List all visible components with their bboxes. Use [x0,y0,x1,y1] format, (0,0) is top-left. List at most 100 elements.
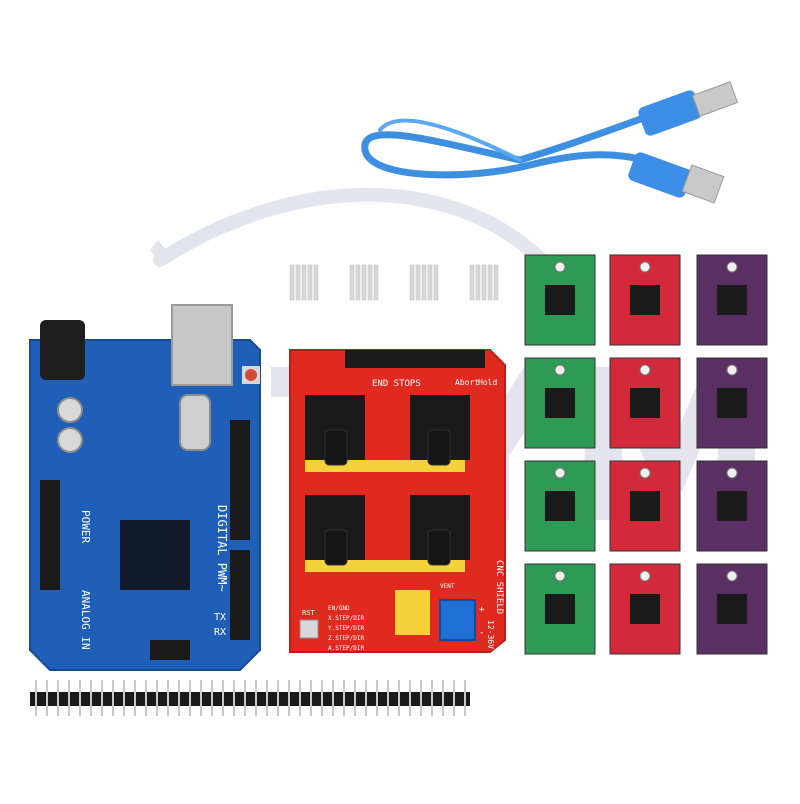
end-stop-header [345,350,485,368]
pin-header-strip [30,680,470,716]
header-pin [387,680,389,716]
shield-reset-button [299,619,319,639]
header-pin [79,680,81,716]
header-pin [277,680,279,716]
digital-header-2 [230,550,250,640]
header-pin [354,680,356,716]
driver-green [524,254,596,346]
heatsinks [289,264,499,301]
header-pin [266,680,268,716]
plus-label: + [479,605,485,615]
header-pin [321,680,323,716]
heatsink [349,264,379,301]
minus-label: - [479,628,484,638]
rst-label: RST [302,609,315,617]
driver-green [524,563,596,655]
microcontroller-chip [120,520,190,590]
driver-red [609,357,681,449]
header-pin [398,680,400,716]
header-pin [255,680,257,716]
header-pin [431,680,433,716]
header-pin [332,680,334,716]
capacitor [57,427,83,453]
driver-green [524,460,596,552]
header-pin [310,680,312,716]
y-step-label: Y.STEP/DIR [328,625,365,632]
tx-label: TX [214,612,226,623]
capacitor [324,429,348,466]
header-pin [409,680,411,716]
header-pin [167,680,169,716]
x-step-label: X.STEP/DIR [328,615,365,622]
header-pin [365,680,367,716]
rx-label: RX [214,627,226,638]
digital-label: DIGITAL PWM~ [215,505,229,592]
abort-label: Abort [455,378,479,387]
analog-label: ANALOG IN [79,590,92,650]
power-header [40,480,60,590]
driver-red [609,254,681,346]
usb-b-plug [628,152,725,204]
header-pin [376,680,378,716]
spindle-header [395,590,430,635]
enable-label: EN/GND [328,605,350,612]
digital-header-1 [230,420,250,540]
heatsink [409,264,439,301]
header-pin [211,680,213,716]
a-step-label: A.STEP/DIR [328,645,365,652]
driver-purple [696,563,768,655]
header-pin [57,680,59,716]
heatsink [289,264,319,301]
header-pin [244,680,246,716]
header-pin [420,680,422,716]
header-pin [145,680,147,716]
header-pin [233,680,235,716]
driver-purple [696,254,768,346]
arduino-uno-board: DIGITAL PWM~ POWER ANALOG IN TX RX [29,304,261,671]
z-step-label: Z.STEP/DIR [328,635,365,642]
cnc-shield-label: CNC SHIELD [494,560,504,614]
header-pin [35,680,37,716]
capacitor [324,529,348,566]
end-stops-label: END STOPS [372,379,421,389]
heatsink [469,264,499,301]
hold-label: Hold [478,378,497,387]
usb-a-plug [638,81,739,136]
driver-green [524,357,596,449]
header-pin [112,680,114,716]
header-pin [68,680,70,716]
crystal [179,394,211,451]
header-pin [101,680,103,716]
header-pin [178,680,180,716]
stepper-drivers [524,254,768,655]
header-pin [343,680,345,716]
dc-jack [40,320,85,380]
header-pin [442,680,444,716]
header-pin [453,680,455,716]
header-pin [288,680,290,716]
capacitor [427,529,451,566]
usb-port [171,304,233,386]
capacitor [427,429,451,466]
header-pin [222,680,224,716]
header-pin [200,680,202,716]
cnc-shield: END STOPS Abort Hold CNC SHIELD 12-36V R… [289,349,506,653]
driver-purple [696,460,768,552]
driver-red [609,460,681,552]
power-terminal [439,599,476,641]
power-label: POWER [79,510,92,543]
usb-cable [361,81,739,204]
header-pin [464,680,466,716]
voltage-label: 12-36V [486,620,495,649]
driver-purple [696,357,768,449]
header-pin [123,680,125,716]
header-pin [90,680,92,716]
header-pin [189,680,191,716]
header-pin [156,680,158,716]
driver-red [609,563,681,655]
header-pin [299,680,301,716]
header-pin [46,680,48,716]
capacitor [57,397,83,423]
header-pin [134,680,136,716]
